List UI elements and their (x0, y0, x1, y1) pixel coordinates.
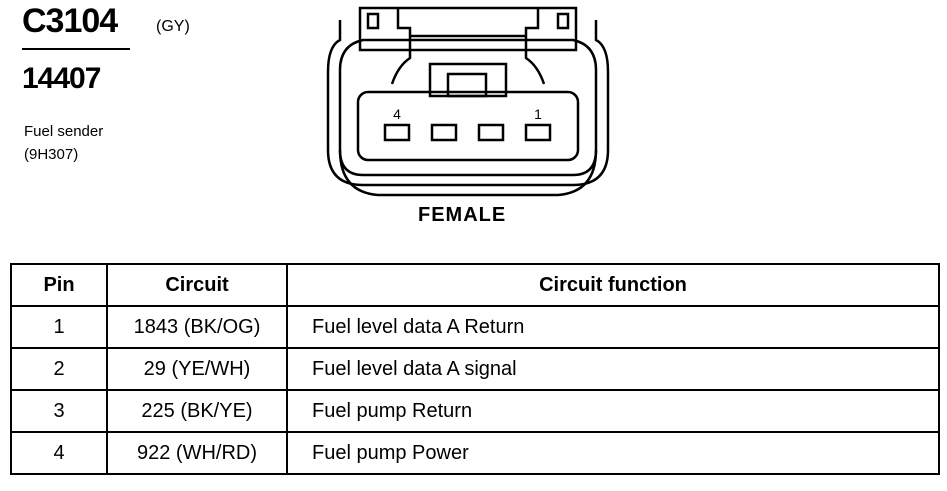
connector-gender-label: FEMALE (418, 204, 507, 226)
pin-cavity-block (356, 90, 580, 162)
connector-id: C3104 (22, 2, 118, 40)
cell-pin: 2 (10, 347, 108, 391)
table-row: 3 225 (BK/YE) Fuel pump Return (10, 389, 940, 433)
table-header-row: Pin Circuit Circuit function (10, 263, 940, 307)
keyway (428, 62, 508, 98)
header-circuit: Circuit (106, 263, 288, 307)
cell-function: Fuel pump Power (286, 431, 940, 475)
cell-function: Fuel level data A Return (286, 305, 940, 349)
cell-function: Fuel level data A signal (286, 347, 940, 391)
pin-cavity-1 (524, 123, 552, 142)
cell-circuit: 225 (BK/YE) (106, 389, 288, 433)
pin-number-label-1: 1 (534, 106, 542, 122)
pin-cavity-3 (430, 123, 458, 142)
pin-cavities (383, 123, 552, 142)
pin-number-label-4: 4 (393, 106, 401, 122)
cell-pin: 1 (10, 305, 108, 349)
table-row: 2 29 (YE/WH) Fuel level data A signal (10, 347, 940, 391)
latch-tab (358, 6, 578, 85)
connector-outer-housing (326, 20, 610, 197)
header-circuit-function: Circuit function (286, 263, 940, 307)
pin-cavity-4 (383, 123, 411, 142)
part-number: 14407 (22, 62, 101, 95)
color-code: (GY) (156, 18, 190, 35)
pin-cavity-2 (477, 123, 505, 142)
header-pin: Pin (10, 263, 108, 307)
cell-pin: 4 (10, 431, 108, 475)
cell-circuit: 29 (YE/WH) (106, 347, 288, 391)
table-row: 1 1843 (BK/OG) Fuel level data A Return (10, 305, 940, 349)
cell-function: Fuel pump Return (286, 389, 940, 433)
cell-circuit: 922 (WH/RD) (106, 431, 288, 475)
table-row: 4 922 (WH/RD) Fuel pump Power (10, 431, 940, 475)
cell-pin: 3 (10, 389, 108, 433)
pin-table: Pin Circuit Circuit function 1 1843 (BK/… (10, 263, 940, 475)
component-description: Fuel sender (24, 123, 104, 140)
cell-circuit: 1843 (BK/OG) (106, 305, 288, 349)
title-divider (22, 48, 130, 50)
component-code: (9H307) (24, 146, 79, 163)
connector-face-diagram: 4 1 (326, 6, 610, 197)
